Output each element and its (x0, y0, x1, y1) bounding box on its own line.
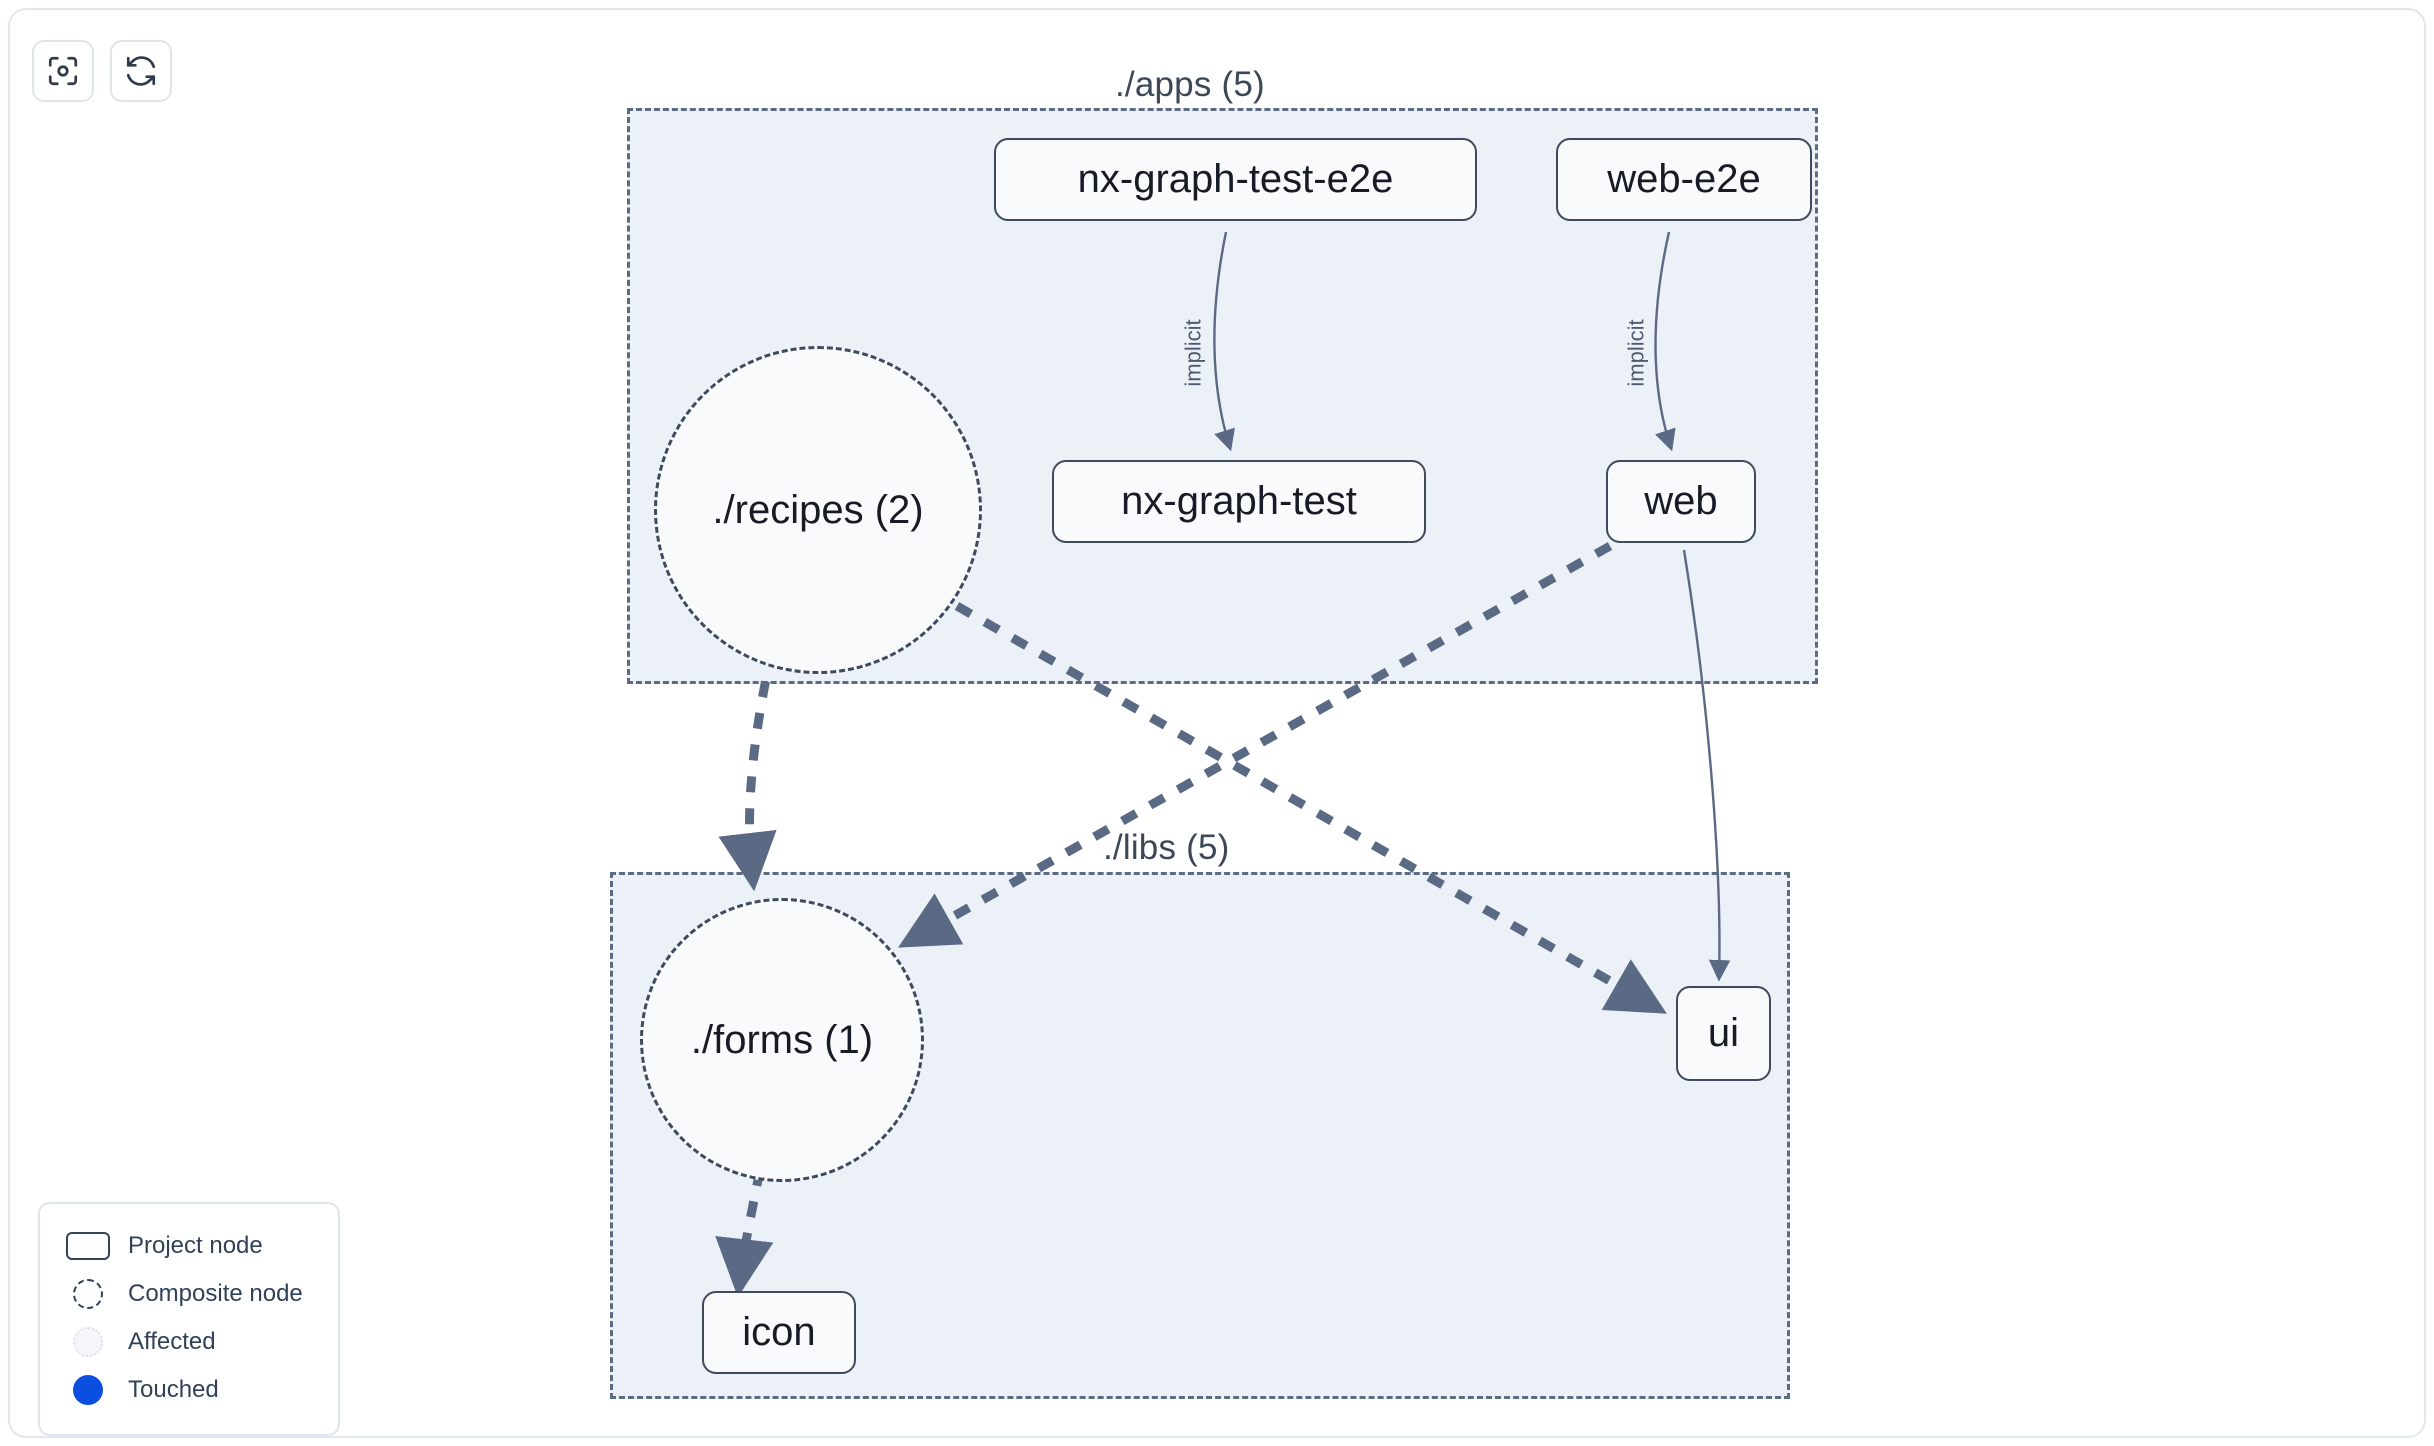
touched-swatch (62, 1375, 114, 1405)
node-web-e2e[interactable]: web-e2e (1556, 138, 1812, 221)
legend-item-composite-node: Composite node (62, 1270, 316, 1318)
edge-label-implicit-2: implicit (1623, 319, 1649, 387)
legend-item-touched: Touched (62, 1366, 316, 1414)
legend-label-composite-node: Composite node (128, 1280, 303, 1307)
node-web[interactable]: web (1606, 460, 1756, 543)
focus-graph-button[interactable] (32, 40, 94, 102)
refresh-icon (124, 54, 158, 88)
node-recipes[interactable]: ./recipes (2) (654, 346, 982, 674)
graph-legend: Project node Composite node Affected Tou… (38, 1202, 340, 1436)
graph-toolbar (32, 40, 172, 102)
group-label-apps: ./apps (5) (1115, 65, 1265, 104)
node-nx-graph-test-e2e[interactable]: nx-graph-test-e2e (994, 138, 1477, 221)
legend-label-project-node: Project node (128, 1232, 263, 1259)
focus-target-icon (46, 54, 80, 88)
node-nx-graph-test[interactable]: nx-graph-test (1052, 460, 1426, 543)
affected-swatch (62, 1327, 114, 1357)
legend-item-affected: Affected (62, 1318, 316, 1366)
group-label-libs: ./libs (5) (1103, 828, 1230, 867)
legend-label-affected: Affected (128, 1328, 216, 1355)
node-forms[interactable]: ./forms (1) (640, 898, 924, 1182)
legend-item-project-node: Project node (62, 1222, 316, 1270)
project-node-swatch (62, 1232, 114, 1260)
edge-label-implicit-1: implicit (1180, 319, 1206, 387)
node-ui[interactable]: ui (1676, 986, 1771, 1081)
graph-viewport: ./apps (5) ./libs (5) (8, 8, 2426, 1438)
legend-label-touched: Touched (128, 1376, 219, 1403)
node-icon[interactable]: icon (702, 1291, 856, 1374)
project-graph[interactable]: ./apps (5) ./libs (5) (10, 10, 2424, 1436)
refresh-graph-button[interactable] (110, 40, 172, 102)
composite-node-swatch (62, 1279, 114, 1309)
